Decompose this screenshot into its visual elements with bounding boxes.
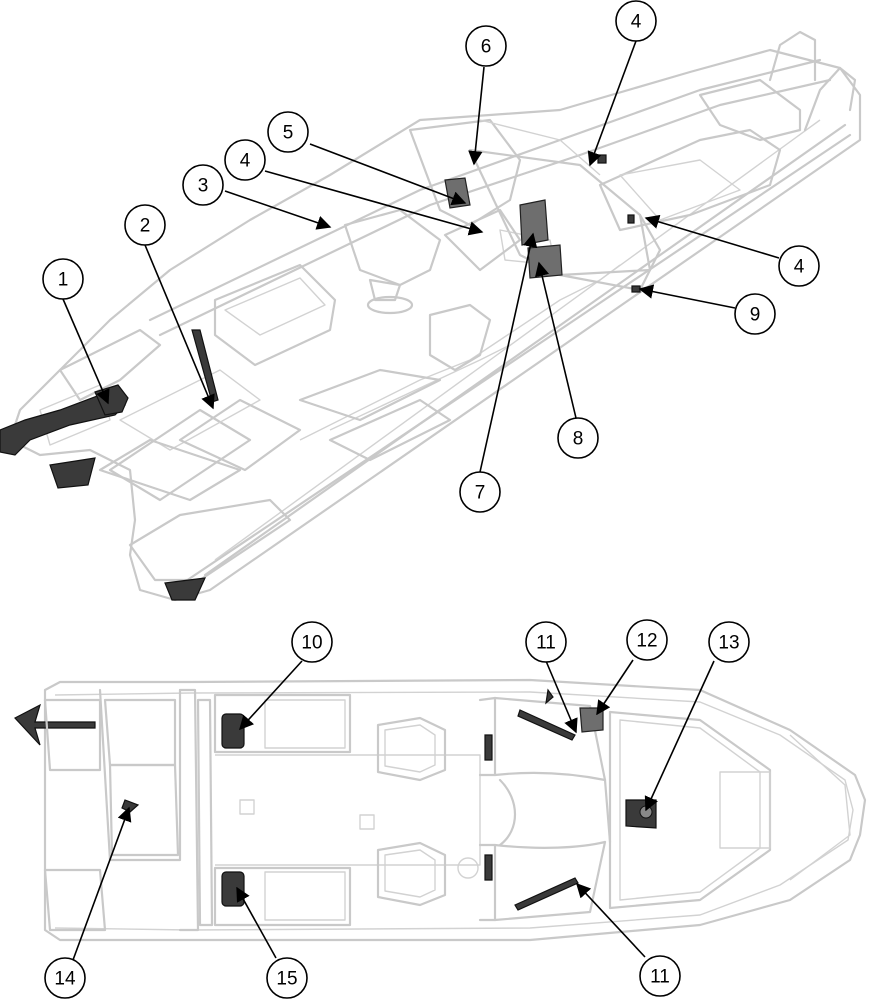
isometric-boat-view — [0, 30, 862, 602]
callout-12: 12 — [626, 619, 668, 661]
transom-bracket — [49, 457, 96, 489]
callout-14: 14 — [44, 957, 86, 999]
svg-text:4: 4 — [240, 151, 251, 172]
svg-text:12: 12 — [636, 631, 657, 652]
callout-4-b: 4 — [615, 0, 657, 42]
svg-text:10: 10 — [301, 633, 322, 654]
callout-9: 9 — [734, 293, 776, 335]
callout-8: 8 — [557, 417, 599, 459]
callout-11-a: 11 — [525, 621, 567, 663]
svg-text:5: 5 — [283, 123, 294, 144]
callout-6: 6 — [465, 25, 507, 67]
callout-2: 2 — [124, 204, 166, 246]
leader-lines — [62, 40, 780, 961]
callout-10: 10 — [291, 621, 333, 663]
svg-text:8: 8 — [573, 429, 584, 450]
svg-text:7: 7 — [475, 483, 486, 504]
svg-text:15: 15 — [276, 969, 297, 990]
svg-text:1: 1 — [58, 270, 69, 291]
svg-text:2: 2 — [140, 216, 151, 237]
callout-4-a: 4 — [224, 139, 266, 181]
svg-text:11: 11 — [536, 633, 556, 654]
callouts: 1 2 3 4 4 4 5 6 7 8 9 10 11 11 12 13 14 … — [42, 0, 820, 999]
callout-7: 7 — [459, 471, 501, 513]
svg-text:13: 13 — [718, 633, 739, 654]
panel-5 — [444, 177, 471, 209]
svg-text:9: 9 — [750, 305, 761, 326]
callout-11-b: 11 — [639, 955, 681, 997]
callout-1: 1 — [42, 258, 84, 300]
svg-text:4: 4 — [631, 12, 642, 33]
callout-13: 13 — [708, 621, 750, 663]
svg-text:3: 3 — [198, 176, 209, 197]
svg-text:11: 11 — [650, 967, 670, 988]
plan-hull-outline — [43, 678, 867, 942]
callout-15: 15 — [266, 957, 308, 999]
svg-text:6: 6 — [481, 37, 492, 58]
storage-latch-10 — [221, 713, 245, 749]
panel-8 — [527, 244, 563, 279]
callout-4-c: 4 — [778, 245, 820, 287]
storage-latch-15 — [221, 871, 245, 907]
callout-5: 5 — [267, 111, 309, 153]
svg-text:14: 14 — [54, 969, 76, 990]
callout-3: 3 — [182, 164, 224, 206]
panel-7 — [519, 199, 549, 246]
svg-text:4: 4 — [794, 257, 805, 278]
plan-boat-view — [14, 678, 867, 942]
